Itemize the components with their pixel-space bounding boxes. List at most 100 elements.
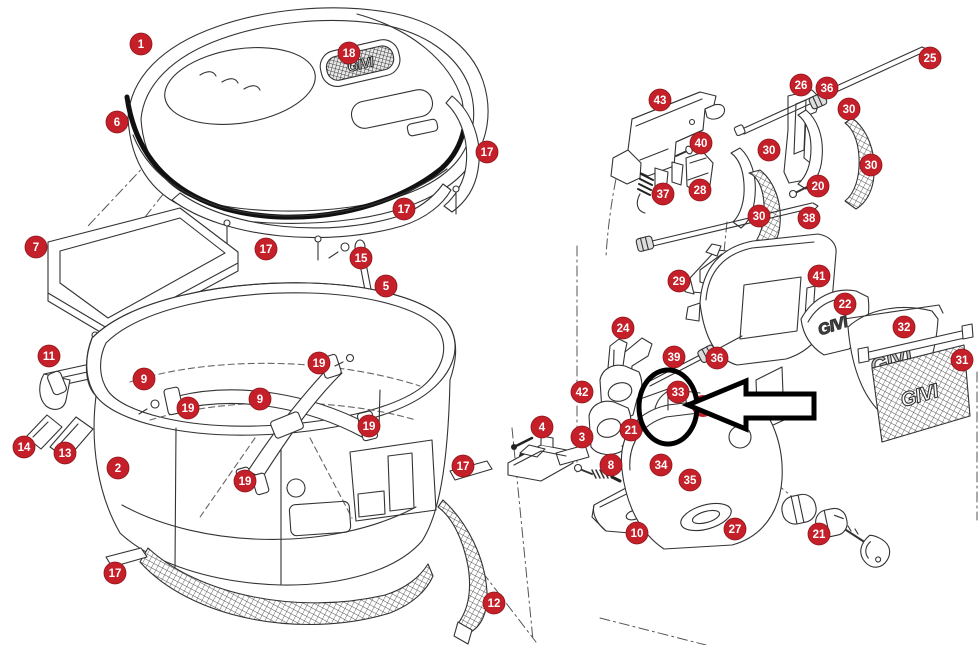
callout-number: 5 xyxy=(383,281,390,293)
callout-number: 4 xyxy=(539,422,546,434)
callout-6: 6 xyxy=(105,110,129,134)
highlight-arrow xyxy=(681,377,817,433)
callout-number: 9 xyxy=(141,374,147,386)
seal-part xyxy=(124,94,467,220)
callout-number: 28 xyxy=(694,185,707,197)
callout-number: 30 xyxy=(753,211,766,223)
callout-18: 18 xyxy=(337,41,361,65)
callout-number: 2 xyxy=(115,463,121,475)
callout-number: 13 xyxy=(59,448,72,460)
callout-17: 17 xyxy=(103,561,127,585)
rubber-cups-part xyxy=(588,364,643,456)
callout-number: 25 xyxy=(924,53,937,65)
callout-7: 7 xyxy=(24,235,48,259)
callout-number: 32 xyxy=(898,322,911,334)
callout-number: 17 xyxy=(481,147,494,159)
callout-39: 39 xyxy=(662,345,686,369)
callout-number: 29 xyxy=(673,276,686,288)
callout-number: 36 xyxy=(711,353,724,365)
callout-21: 21 xyxy=(807,522,831,546)
callout-number: 19 xyxy=(313,358,326,370)
callout-26: 26 xyxy=(789,73,813,97)
callout-number: 15 xyxy=(355,253,368,265)
callout-number: 39 xyxy=(668,352,681,364)
callout-number: 30 xyxy=(763,145,776,157)
callout-20: 20 xyxy=(806,174,830,198)
callout-37: 37 xyxy=(651,182,675,206)
callout-28: 28 xyxy=(688,178,712,202)
callout-14: 14 xyxy=(12,435,36,459)
callout-number: 6 xyxy=(114,117,120,129)
callout-number: 17 xyxy=(260,244,273,256)
callout-number: 20 xyxy=(812,181,825,193)
callout-number: 41 xyxy=(813,271,826,283)
callout-number: 30 xyxy=(843,104,856,116)
callout-10: 10 xyxy=(625,521,649,545)
callout-43: 43 xyxy=(648,88,672,112)
callout-number: 24 xyxy=(617,323,630,335)
callout-34: 34 xyxy=(649,453,673,477)
callout-number: 1 xyxy=(138,39,145,51)
callout-number: 21 xyxy=(813,529,826,541)
callout-30: 30 xyxy=(747,204,771,228)
callout-number: 7 xyxy=(33,242,39,254)
callout-number: 10 xyxy=(631,528,644,540)
callout-33: 33 xyxy=(666,380,690,404)
callout-number: 33 xyxy=(672,387,685,399)
callout-number: 17 xyxy=(398,204,411,216)
callout-number: 9 xyxy=(257,394,263,406)
callout-32: 32 xyxy=(892,315,916,339)
callout-3: 3 xyxy=(570,425,594,449)
callout-42: 42 xyxy=(570,380,594,404)
base-bucket-part xyxy=(85,282,457,586)
callout-15: 15 xyxy=(349,246,373,270)
callout-number: 14 xyxy=(18,442,31,454)
callout-8: 8 xyxy=(599,453,623,477)
callout-19: 19 xyxy=(176,396,200,420)
trim-strip-right xyxy=(443,95,480,215)
callout-number: 3 xyxy=(579,432,585,444)
callout-number: 19 xyxy=(363,421,376,433)
callout-number: 31 xyxy=(956,355,969,367)
callout-number: 26 xyxy=(795,80,808,92)
callout-12: 12 xyxy=(482,591,506,615)
callout-number: 17 xyxy=(457,461,470,473)
callout-number: 22 xyxy=(839,299,852,311)
callout-11: 11 xyxy=(37,344,61,368)
callout-17: 17 xyxy=(451,454,475,478)
callout-number: 19 xyxy=(239,476,252,488)
callout-number: 35 xyxy=(684,475,697,487)
callout-29: 29 xyxy=(667,269,691,293)
callout-5: 5 xyxy=(374,274,398,298)
callout-number: 30 xyxy=(865,160,878,172)
callout-number: 42 xyxy=(576,387,589,399)
callout-number: 18 xyxy=(343,48,356,60)
callout-4: 4 xyxy=(530,415,554,439)
callout-31: 31 xyxy=(950,348,974,372)
callout-number: 43 xyxy=(654,95,667,107)
callout-17: 17 xyxy=(254,237,278,261)
callout-24: 24 xyxy=(611,316,635,340)
callout-1: 1 xyxy=(129,32,153,56)
trim-strip-center xyxy=(171,183,452,261)
callout-13: 13 xyxy=(53,441,77,465)
slider-assembly-part xyxy=(507,435,622,483)
callout-9: 9 xyxy=(248,387,272,411)
callout-number: 27 xyxy=(729,524,742,536)
callout-25: 25 xyxy=(918,46,942,70)
callout-19: 19 xyxy=(357,414,381,438)
callout-9: 9 xyxy=(132,367,156,391)
callout-number: 17 xyxy=(109,568,122,580)
callout-30: 30 xyxy=(757,138,781,162)
callout-30: 30 xyxy=(859,153,883,177)
bracket-rod-parts xyxy=(733,46,930,184)
callout-number: 11 xyxy=(43,351,56,363)
callout-36: 36 xyxy=(705,346,729,370)
callout-38: 38 xyxy=(797,206,821,230)
callout-number: 21 xyxy=(625,425,638,437)
callout-number: 36 xyxy=(821,83,834,95)
lid-part: GIVI xyxy=(127,7,489,224)
